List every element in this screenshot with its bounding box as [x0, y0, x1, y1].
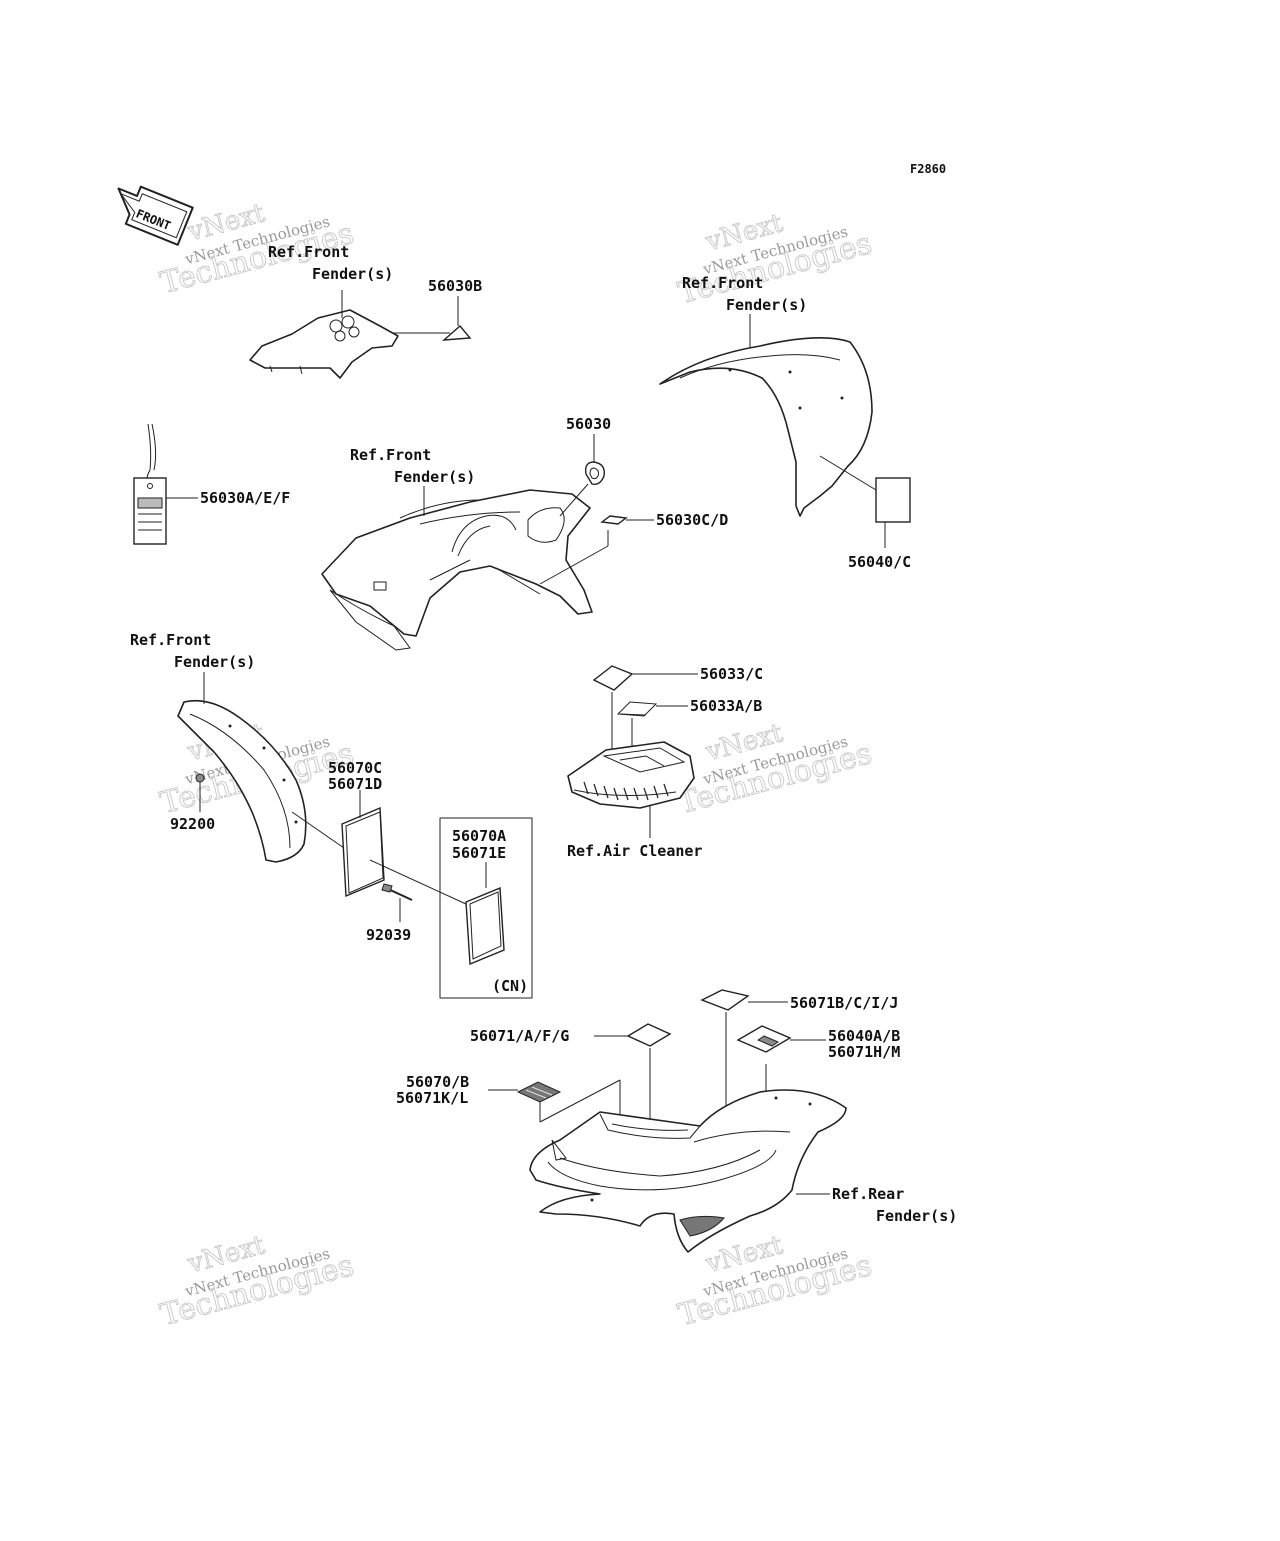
label-56070A: 56070A [452, 827, 506, 845]
decal-56070A [465, 886, 505, 966]
front-fender-top-right [659, 337, 873, 517]
label-56071HM: 56071H/M [828, 1043, 900, 1061]
label-cn: (CN) [492, 977, 528, 995]
label-56070C: 56070C [328, 759, 382, 777]
cable-tie-92039 [381, 883, 413, 901]
label-ref-front-fender-1-line1: Ref.Front [268, 243, 349, 261]
leader-56070C-fender [291, 811, 345, 849]
front-fender-center [321, 489, 593, 651]
decal-56070C [341, 806, 385, 898]
label-56030: 56030 [566, 415, 611, 433]
label-ref-rear-fender-line2: Fender(s) [876, 1207, 957, 1225]
watermark-top-right: vNext vNext Technologies Technologies [674, 208, 876, 312]
cn-box [439, 817, 533, 999]
label-56071E: 56071E [452, 844, 506, 862]
front-arrow-icon: FRONT [117, 185, 194, 246]
leader-56030CD-diag [539, 545, 609, 585]
label-56071D: 56071D [328, 775, 382, 793]
label-ref-front-fender-3-line2: Fender(s) [726, 296, 807, 314]
label-56033C: 56033/C [700, 665, 763, 683]
decal-56071BCIJ [700, 989, 750, 1011]
label-ref-front-fender-2-line1: Ref.Front [350, 446, 431, 464]
label-56030B: 56030B [428, 277, 482, 295]
label-ref-air-cleaner: Ref.Air Cleaner [567, 842, 702, 860]
decal-56030B [441, 325, 472, 341]
front-fender-left [177, 699, 307, 863]
decal-56033AB [616, 701, 658, 717]
label-56040C: 56040/C [848, 553, 911, 571]
decal-56030 [584, 461, 605, 486]
decal-56071AFG [626, 1023, 672, 1047]
watermark-mid-right: vNext vNext Technologies Technologies [674, 718, 876, 822]
label-92200: 92200 [170, 815, 215, 833]
front-fender-top-left [249, 309, 399, 379]
label-56040AB: 56040A/B [828, 1027, 900, 1045]
label-56030AEF: 56030A/E/F [200, 489, 290, 507]
figure-code: F2860 [910, 162, 946, 176]
label-92039: 92039 [366, 926, 411, 944]
label-ref-front-fender-3-line1: Ref.Front [682, 274, 763, 292]
leader-56030-down [559, 483, 589, 517]
label-56033AB: 56033A/B [690, 697, 762, 715]
hang-tag [133, 423, 167, 545]
label-56071BCIJ: 56071B/C/I/J [790, 994, 898, 1012]
label-56071KL: 56071K/L [396, 1089, 468, 1107]
air-cleaner [567, 741, 695, 809]
label-ref-front-fender-2-line2: Fender(s) [394, 468, 475, 486]
leader-56070C-to-CN [369, 859, 467, 905]
label-56070B: 56070/B [406, 1073, 469, 1091]
label-ref-rear-fender-line1: Ref.Rear [832, 1185, 904, 1203]
label-ref-front-fender-1-line2: Fender(s) [312, 265, 393, 283]
decal-56040C [875, 477, 911, 523]
decal-56033C [592, 665, 634, 691]
clip-92200 [195, 773, 205, 783]
leader-56070B-diag [539, 1079, 621, 1123]
label-ref-front-fender-4-line2: Fender(s) [174, 653, 255, 671]
label-56071AFG: 56071/A/F/G [470, 1027, 569, 1045]
label-56030CD: 56030C/D [656, 511, 728, 529]
decal-56030CD [600, 515, 628, 525]
watermark-bottom-left: vNext vNext Technologies Technologies [156, 1230, 358, 1334]
leader-56040C-diag [819, 455, 877, 491]
decal-56070B [516, 1081, 562, 1103]
label-ref-front-fender-4-line1: Ref.Front [130, 631, 211, 649]
rear-fender [529, 1089, 847, 1253]
